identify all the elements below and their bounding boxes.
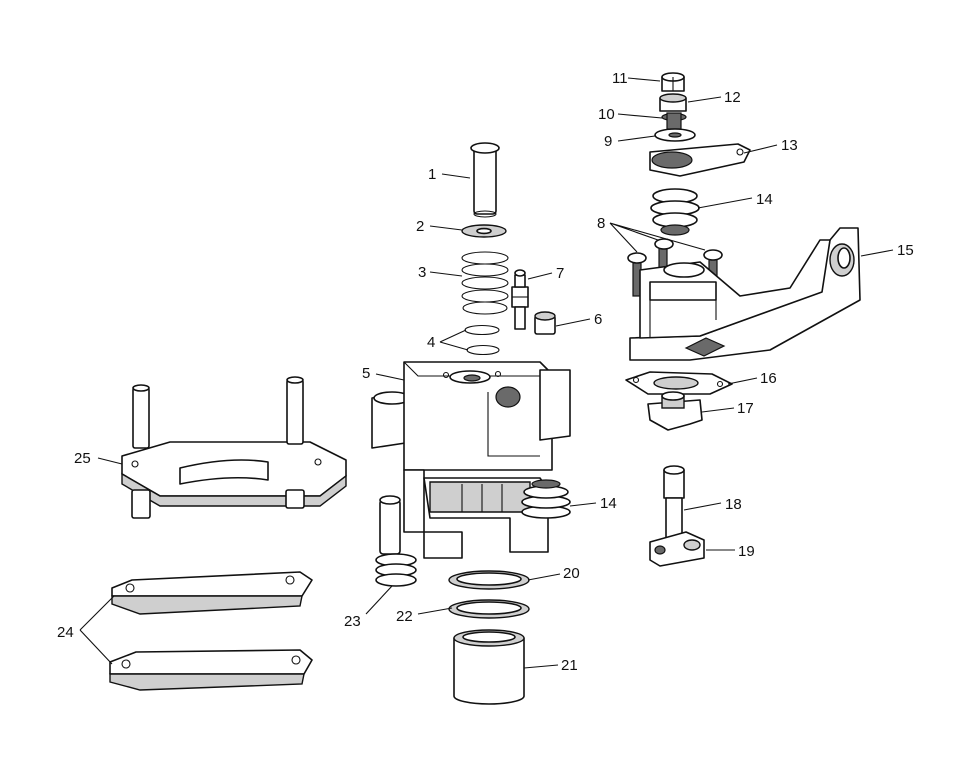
part-boot-upper xyxy=(650,188,700,236)
part-slide-pin-boot xyxy=(375,495,417,587)
callout-12: 12 xyxy=(724,89,741,106)
callout-22: 22 xyxy=(396,608,413,625)
callout-13: 13 xyxy=(781,137,798,154)
part-washer-top xyxy=(461,224,507,238)
callout-15: 15 xyxy=(897,242,914,259)
callout-25: 25 xyxy=(74,450,91,467)
part-pin xyxy=(470,142,500,218)
part-caliper-body xyxy=(371,361,571,559)
part-actuator-cam xyxy=(647,391,703,431)
part-seal xyxy=(448,570,530,590)
part-spring xyxy=(461,251,509,315)
leader-lines xyxy=(79,77,894,669)
part-bolt-head xyxy=(661,72,685,92)
part-mounting-bracket xyxy=(121,376,347,519)
callout-3: 3 xyxy=(418,264,426,281)
callout-9: 9 xyxy=(604,133,612,150)
part-piston xyxy=(453,629,525,705)
part-cam-base xyxy=(649,531,705,567)
callout-11: 11 xyxy=(612,70,628,87)
callout-17: 17 xyxy=(737,400,754,417)
part-brake-pads xyxy=(109,571,313,691)
part-lock-washer xyxy=(661,112,687,130)
part-washer-upper xyxy=(654,128,696,142)
callout-14-lower: 14 xyxy=(600,495,617,512)
part-gasket xyxy=(625,371,733,395)
part-dust-seal xyxy=(448,599,530,619)
callout-8: 8 xyxy=(597,215,605,232)
callout-18: 18 xyxy=(725,496,742,513)
callout-4: 4 xyxy=(427,334,435,351)
part-parking-bracket xyxy=(629,227,861,361)
part-bleeder-screw xyxy=(511,269,529,330)
callout-labels: 1 2 3 4 5 6 7 8 9 10 11 12 13 14 14 15 1… xyxy=(57,70,914,674)
part-boot-lower xyxy=(521,479,571,519)
callout-24: 24 xyxy=(57,624,74,641)
part-bleeder-cap xyxy=(534,311,556,335)
callout-2: 2 xyxy=(416,218,424,235)
callout-23: 23 xyxy=(344,613,361,630)
callout-6: 6 xyxy=(594,311,602,328)
part-nut xyxy=(659,93,687,112)
callout-16: 16 xyxy=(760,370,777,387)
callout-7: 7 xyxy=(556,265,564,282)
part-lever-arm xyxy=(649,143,751,177)
part-o-rings xyxy=(464,324,500,356)
callout-1: 1 xyxy=(428,166,436,183)
callout-19: 19 xyxy=(738,543,755,560)
callout-14-upper: 14 xyxy=(756,191,773,208)
callout-20: 20 xyxy=(563,565,580,582)
callout-5: 5 xyxy=(362,365,370,382)
callout-21: 21 xyxy=(561,657,578,674)
callout-10: 10 xyxy=(598,106,615,123)
part-shaft xyxy=(663,465,685,541)
